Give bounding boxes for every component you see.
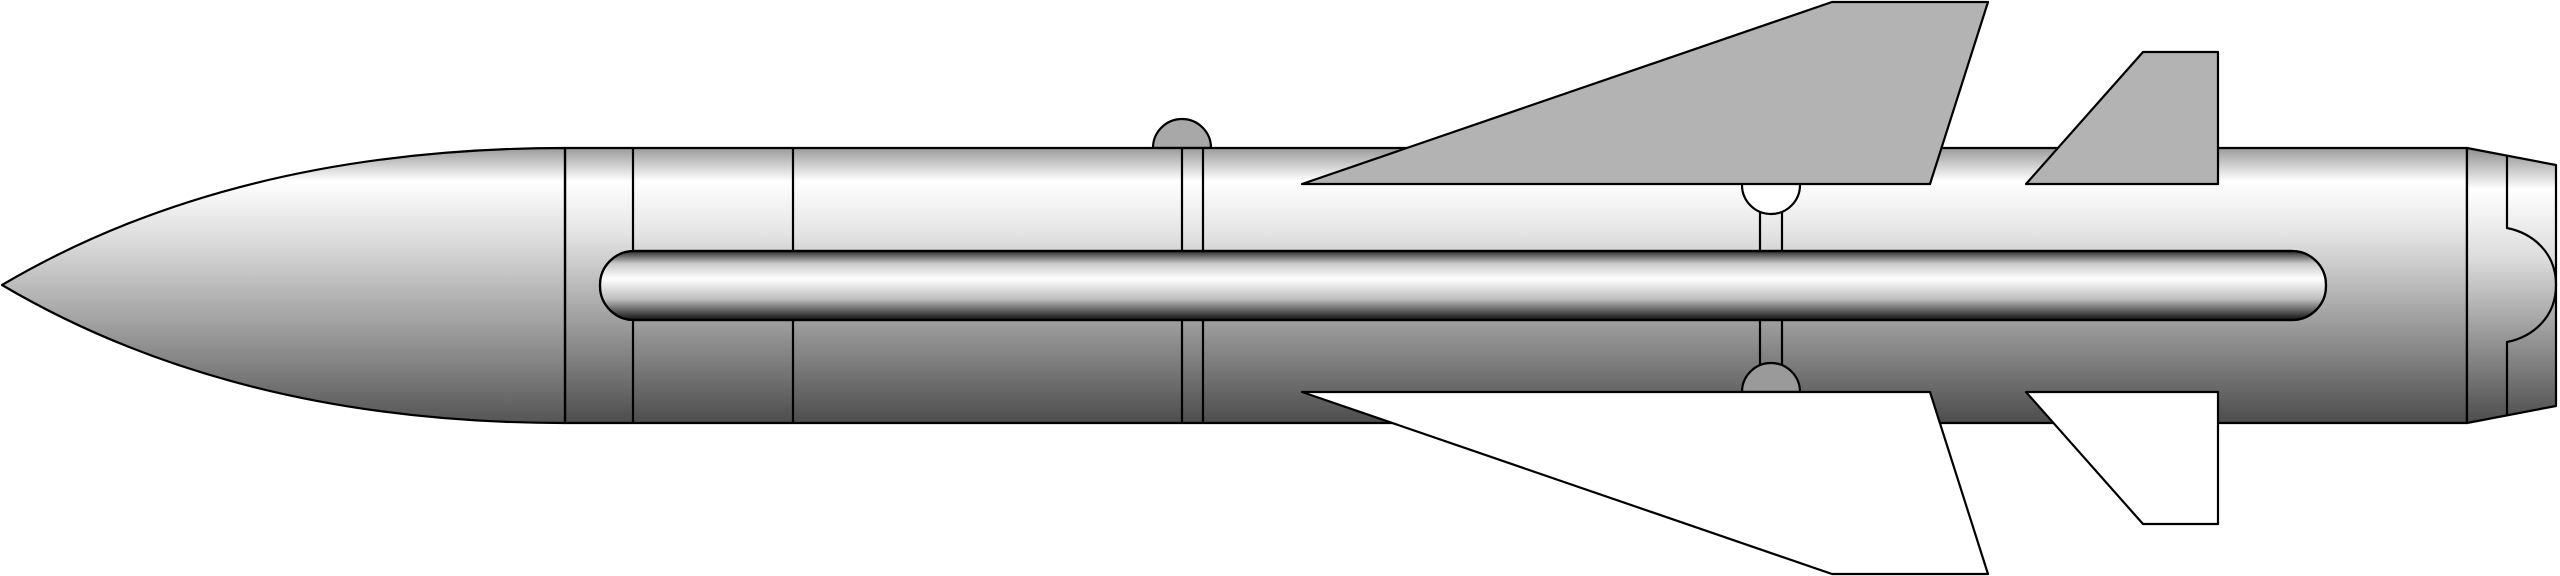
- main-wing-upper: [1300, 0, 1990, 186]
- raceway-conduit-outline: [598, 249, 2328, 322]
- raceway-conduit: [598, 249, 2328, 322]
- launch-lug: [1151, 117, 1213, 150]
- main-wing-lower: [1300, 390, 1990, 576]
- tail-nozzle: [2465, 146, 2558, 425]
- nose-cone: [0, 146, 567, 425]
- tail-fin-upper: [2024, 50, 2220, 186]
- wing-hinges: [1740, 184, 1802, 394]
- tail-fin-lower: [2024, 390, 2220, 526]
